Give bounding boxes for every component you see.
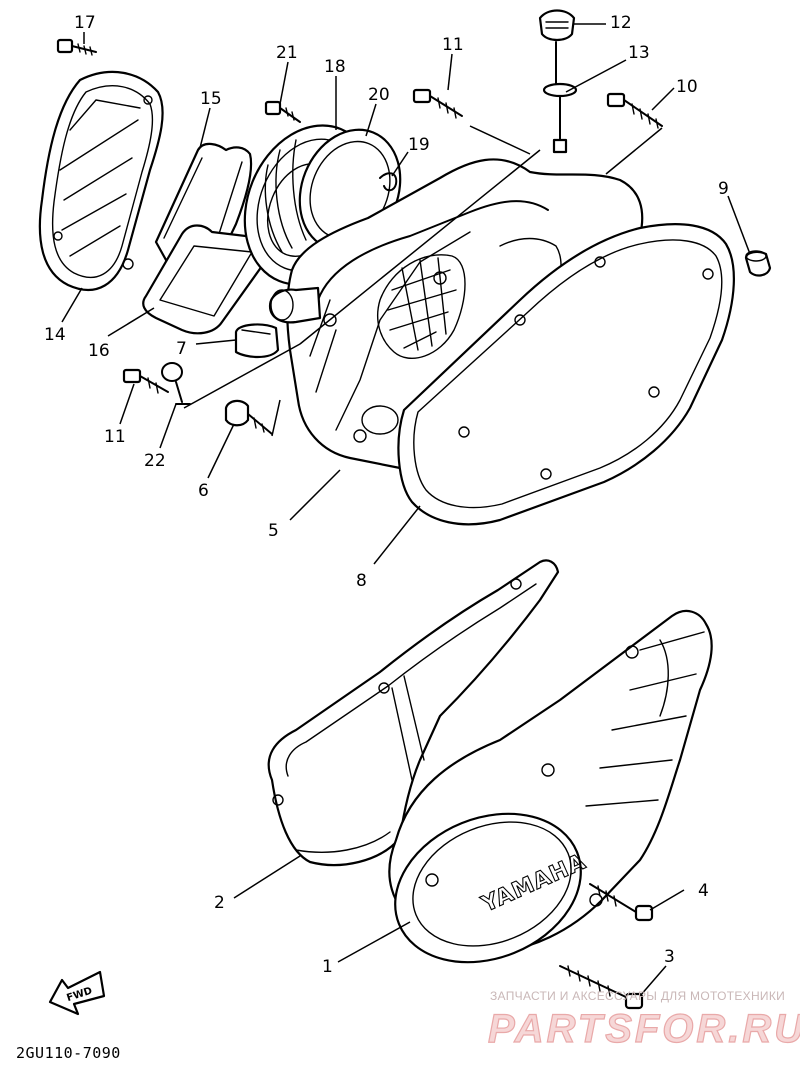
callout-21: 21 [276,43,298,63]
part-21-bolt [264,100,301,123]
part-1-crankcase-cover: YAMAHA [388,609,713,964]
callout-15: 15 [200,89,222,109]
callout-6: 6 [198,481,209,501]
part-12-dipstick-cap [538,9,576,87]
part-19-clip [379,172,398,192]
callout-2: 2 [214,893,225,913]
part-17-bolt [56,38,97,56]
part-11-bolt-left [122,368,169,394]
part-3-bolt [559,965,644,1010]
diagram-code: 2GU110-7090 [16,1044,121,1062]
part-10-bolt [606,92,663,129]
callout-8: 8 [356,571,367,591]
callout-4: 4 [698,881,709,901]
callout-1: 1 [322,957,333,977]
callout-12: 12 [610,13,632,33]
callout-labels: 17 15 21 18 20 19 11 12 13 10 9 14 16 7 … [44,13,729,977]
callout-22: 22 [144,451,166,471]
callout-19: 19 [408,135,430,155]
watermark: ЗАПЧАСТИ И АКСЕССУАРЫ ДЛЯ МОТОТЕХНИКИ PA… [487,989,800,1052]
callout-3: 3 [664,947,675,967]
part-14-side-cover [38,70,164,291]
callout-20: 20 [368,85,390,105]
part-4-bolt [589,883,654,922]
callout-11-left: 11 [104,427,126,447]
watermark-brand: PARTSFOR.RU [488,1007,800,1051]
part-6-plug [224,399,273,435]
part-7-cushion [234,323,280,359]
callout-5: 5 [268,521,279,541]
callout-18: 18 [324,57,346,77]
callout-17: 17 [74,13,96,33]
callout-13: 13 [628,43,650,63]
callout-16: 16 [88,341,110,361]
callout-9: 9 [718,179,729,199]
part-22-clamp [161,362,191,405]
part-2-gasket [267,559,560,867]
callout-10: 10 [676,77,698,97]
part-11-bolt-top [412,88,463,119]
part-9-cap [744,250,772,277]
callout-14: 14 [44,325,66,345]
part-13-oring-dipstick [542,82,578,154]
leader-lines [61,23,751,997]
watermark-caption: ЗАПЧАСТИ И АКСЕССУАРЫ ДЛЯ МОТОТЕХНИКИ [490,989,785,1003]
callout-7: 7 [176,339,187,359]
fwd-arrow: FWD [48,970,106,1016]
callout-11-top: 11 [442,35,464,55]
part-8-gasket [397,223,735,526]
